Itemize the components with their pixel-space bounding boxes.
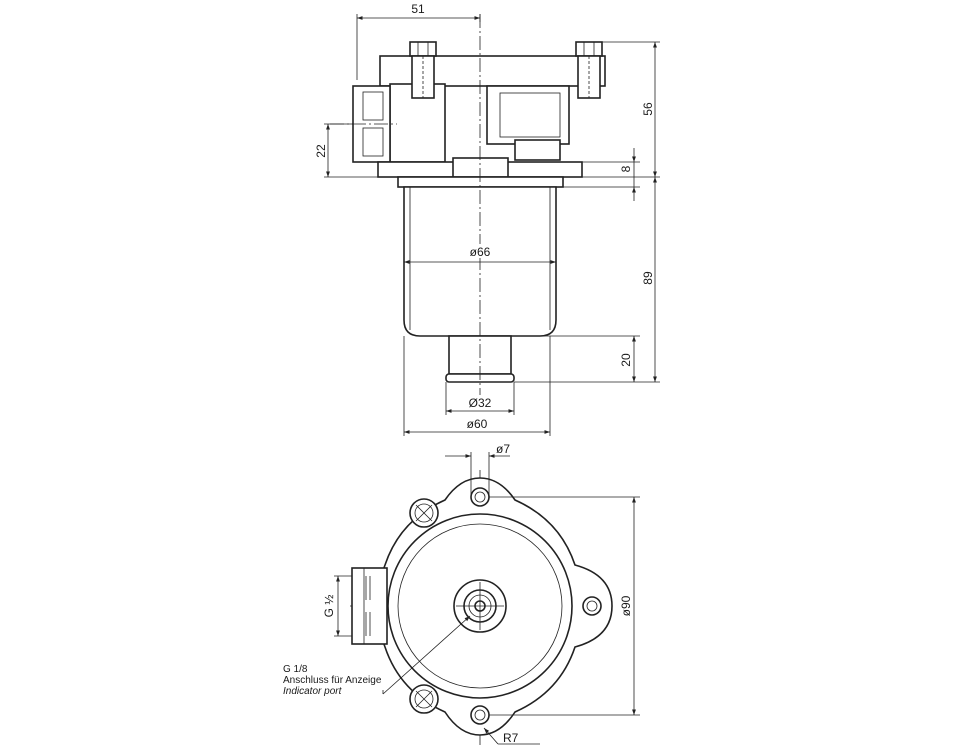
side-view: 51 22 56 8 89 xyxy=(314,2,660,436)
dim-bowl-diameter: ø66 xyxy=(404,244,556,264)
hole-right xyxy=(582,596,602,616)
dim-label-8: 8 xyxy=(619,165,633,172)
dim-label-32: Ø32 xyxy=(469,396,492,410)
hole-bottom xyxy=(470,705,490,725)
dim-outlet-height: 20 xyxy=(619,336,636,382)
dim-hole-diameter: ø7 xyxy=(445,442,510,497)
dim-label-90: ø90 xyxy=(619,595,633,616)
inlet-port xyxy=(330,85,397,163)
note-thread: G 1/8 xyxy=(283,664,308,675)
dim-label-20: 20 xyxy=(619,353,633,367)
indicator-window xyxy=(499,92,561,138)
note-label-de: Anschluss für Anzeige xyxy=(283,675,382,686)
dim-label-22: 22 xyxy=(314,144,328,158)
dim-total-height: 56 xyxy=(641,42,657,177)
indicator-port-note: G 1/8 Anschluss für Anzeige Indicator po… xyxy=(283,615,471,697)
flange-lower xyxy=(397,176,564,188)
indicator-housing xyxy=(486,85,570,145)
dim-body-diameter: ø60 xyxy=(403,336,551,436)
indicator-port xyxy=(453,579,507,633)
dim-outlet-diameter: Ø32 xyxy=(445,382,515,415)
top-inlet-port xyxy=(351,567,388,645)
dim-bowl-height: 89 xyxy=(641,177,657,382)
dim-flange-thickness: 8 xyxy=(619,148,636,201)
dim-label-89: 89 xyxy=(641,271,655,285)
body-outer-circle xyxy=(387,513,573,699)
head-lower-block xyxy=(514,139,561,161)
dim-radius: R7 xyxy=(483,727,540,745)
bolt-head-top-left xyxy=(409,498,439,528)
dim-label-7: ø7 xyxy=(496,442,510,456)
dim-bolt-circle: ø90 xyxy=(489,496,640,716)
dim-label-r7: R7 xyxy=(503,731,519,745)
hole-top xyxy=(470,487,490,507)
dim-label-66: ø66 xyxy=(470,245,491,259)
dim-label-60: ø60 xyxy=(467,417,488,431)
left-bolt xyxy=(409,41,437,99)
right-bolt xyxy=(575,41,603,99)
center-boss xyxy=(452,157,509,178)
dim-label-51: 51 xyxy=(411,2,425,16)
dim-port-thread: G ½ xyxy=(322,575,352,637)
body-inner-circle xyxy=(397,523,563,689)
top-view: ø7 ø90 G ½ R7 G 1/8 Anschluss für An xyxy=(283,442,640,745)
bolt-head-bottom-left xyxy=(409,684,439,714)
note-label-en: Indicator port xyxy=(283,686,343,697)
dim-port-height: 22 xyxy=(314,123,378,178)
dim-top-width: 51 xyxy=(356,2,481,80)
dim-label-g-half: G ½ xyxy=(322,595,336,618)
dim-label-56: 56 xyxy=(641,102,655,116)
